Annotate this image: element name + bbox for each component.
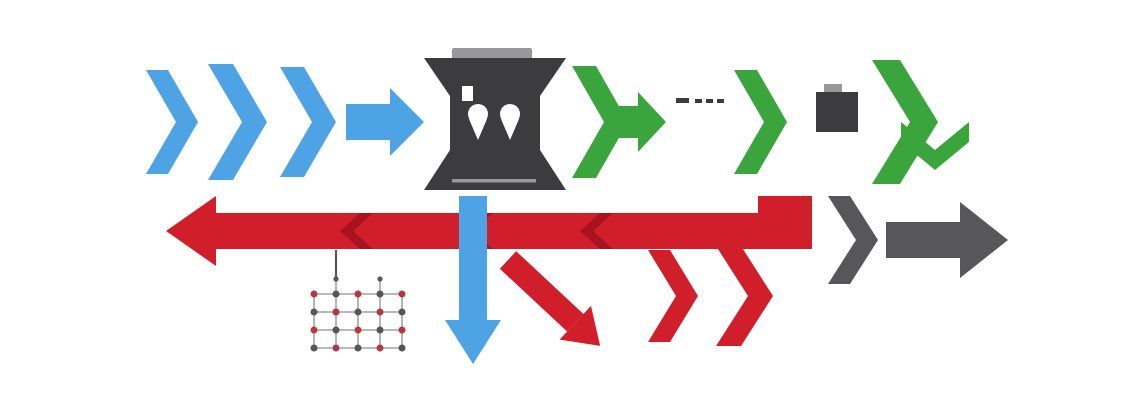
arrow-head [960, 202, 1008, 278]
chevron-arrow [828, 196, 878, 284]
instrument-body [424, 58, 566, 190]
feedback-shaft [216, 213, 812, 249]
lattice-atom [332, 308, 340, 316]
arrow-head [638, 92, 666, 152]
lattice-atom [310, 308, 318, 316]
arrow-head [390, 88, 424, 156]
feedback-right-riser [758, 196, 812, 214]
analysis-arrows-green [572, 60, 969, 184]
lattice-atom [332, 344, 340, 352]
lattice-atom [376, 344, 384, 352]
device-top [824, 84, 842, 92]
feedback-arrow-red [166, 196, 812, 266]
lattice-atom [398, 308, 406, 316]
lattice-atom [376, 308, 384, 316]
arrow-head [559, 305, 601, 346]
minus-icon [676, 98, 689, 103]
lattice-atom [354, 308, 362, 316]
experiment-instrument-icon [424, 48, 566, 190]
arrow-shaft [886, 222, 960, 258]
arrow-shaft [612, 106, 638, 138]
arrow-shaft [499, 251, 584, 332]
arrow-head-down [445, 320, 501, 364]
chevron-arrow [734, 70, 787, 174]
lattice-adatom [377, 276, 383, 282]
dash [717, 99, 724, 103]
arrow-shaft [459, 196, 487, 324]
device-body [816, 92, 858, 132]
crystal-lattice-icon [310, 250, 406, 352]
lattice-atom [354, 290, 362, 298]
chevron-arrow [716, 246, 773, 346]
lattice-atom [310, 290, 318, 298]
lattice-atom [376, 290, 384, 298]
feedback-chevron-mark [340, 213, 373, 249]
chevron-arrow-large [872, 60, 938, 184]
lattice-atom [332, 326, 340, 334]
dashed-line-icon [695, 99, 724, 103]
lattice-atom [354, 326, 362, 334]
dash [695, 99, 702, 103]
chevron-arrow [280, 67, 336, 177]
lattice-atom [376, 326, 384, 334]
chevron-arrow-down [901, 122, 969, 170]
lattice-grid-lines [313, 293, 403, 349]
chevron-arrow [208, 64, 267, 180]
loop-arrows-red-bottom [499, 246, 773, 346]
structure-arrow-blue [445, 196, 501, 364]
feedback-chevron-mark [580, 213, 613, 249]
chevron-arrow [146, 70, 198, 174]
lattice-atom [310, 344, 318, 352]
instrument-top-tab [452, 48, 532, 60]
chevron-arrow [648, 250, 698, 342]
lattice-atom [332, 290, 340, 298]
droplet-tip [501, 119, 519, 140]
dash [706, 99, 713, 103]
feedback-arrowhead-left [166, 196, 216, 266]
vial-droplet-icon [468, 104, 488, 140]
output-arrows-gray [828, 196, 1008, 284]
lattice-atom [398, 344, 406, 352]
vial-droplet-icon [500, 104, 520, 140]
lattice-atom [398, 290, 406, 298]
arrow-shaft [346, 104, 390, 140]
device-icon [816, 84, 858, 132]
droplet-tip [469, 119, 487, 140]
lattice-adatom [333, 276, 339, 282]
lattice-atom [354, 344, 362, 352]
lattice-atom [310, 326, 318, 334]
lattice-atom [398, 326, 406, 334]
sample-window [462, 86, 473, 101]
instrument-base-line [452, 179, 536, 183]
prediction-arrows-blue [146, 64, 424, 180]
loop-arrow-diagonal [499, 251, 601, 346]
